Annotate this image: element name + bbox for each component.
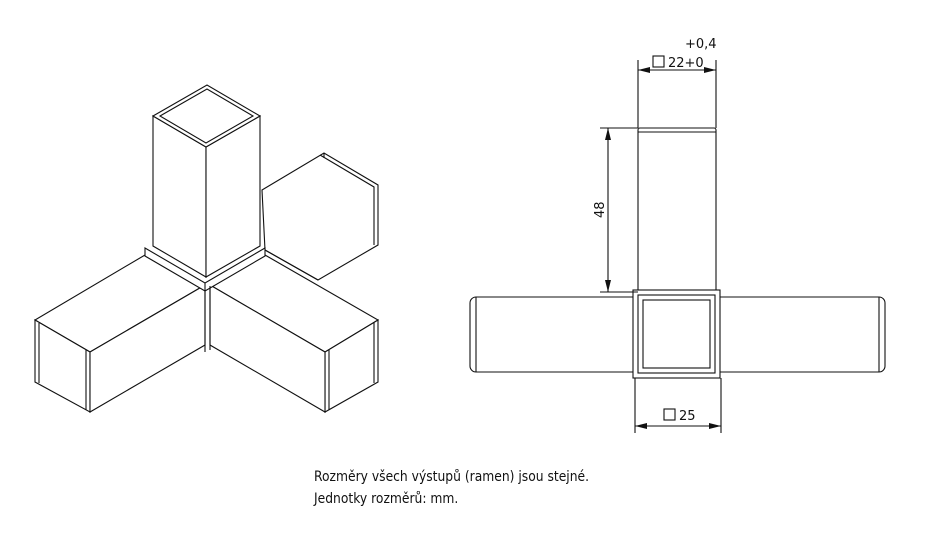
note-line-2: Jednotky rozměrů: mm. — [314, 491, 459, 507]
dim-tolerance: +0,4 — [685, 37, 717, 52]
dim-height: 48 — [593, 201, 608, 218]
isometric-view — [33, 84, 380, 413]
orthographic-view: 22+0 +0,4 48 25 — [469, 37, 886, 433]
arm-right-front — [208, 254, 380, 413]
dim-outer-square: 25 — [679, 409, 696, 424]
dim-inner-square: 22+0 — [668, 56, 704, 71]
center-collar — [144, 247, 266, 352]
note-line-1: Rozměry všech výstupů (ramen) jsou stejn… — [314, 469, 590, 485]
post-top — [151, 84, 262, 278]
arm-left — [33, 254, 207, 413]
arm-right-back — [261, 152, 379, 281]
